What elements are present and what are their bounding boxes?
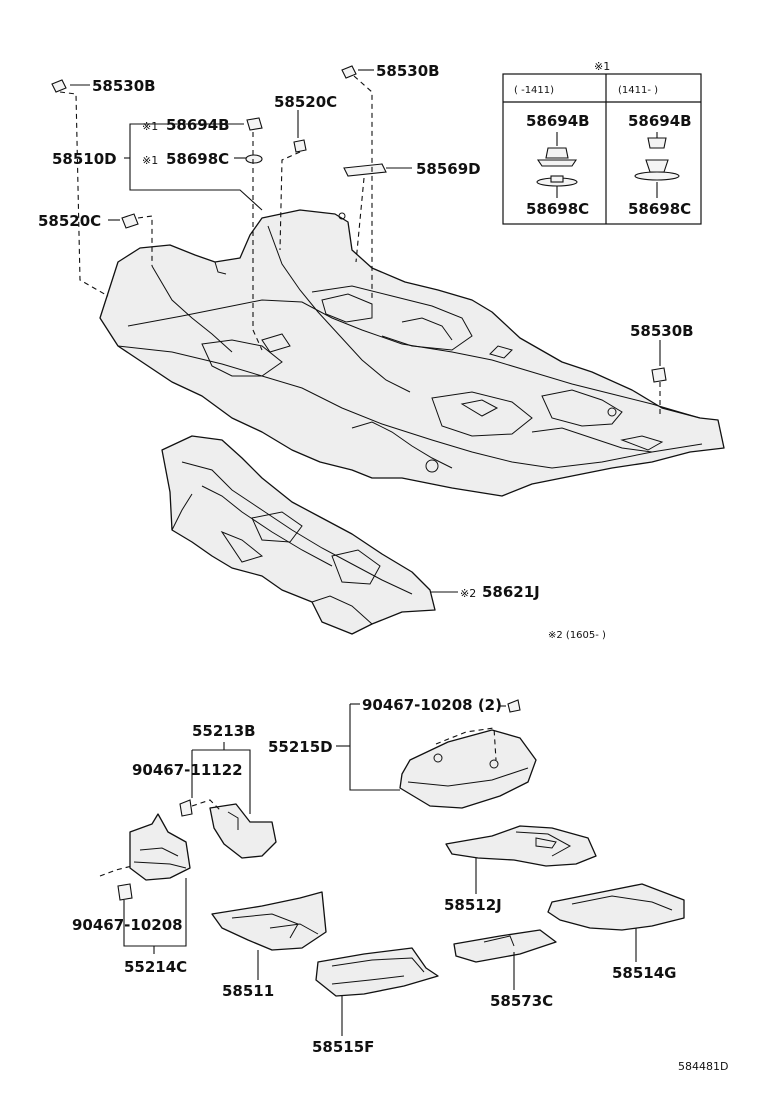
inset-labels: ※1 ( -1411) (1411- ) 58694B 58698C 58694…	[514, 60, 692, 218]
leader-lines-top	[59, 69, 661, 593]
label-90467-10208: 90467-10208	[72, 916, 183, 934]
label-58515F: 58515F	[312, 1038, 374, 1056]
inset-right-bottom: 58698C	[628, 200, 691, 218]
label-58512J: 58512J	[444, 896, 502, 914]
label-58511: 58511	[222, 982, 274, 1000]
label-58530B-a: 58530B	[92, 77, 156, 95]
tray-58515F	[315, 947, 439, 1036]
bracket-55213B	[179, 742, 277, 859]
label-58530B-c: 58530B	[630, 322, 694, 340]
floor-carpet-58510D	[99, 209, 725, 497]
label-note2: ※2	[460, 587, 476, 600]
inset-left-bottom: 58698C	[526, 200, 589, 218]
label-58698C: 58698C	[166, 150, 229, 168]
label-note1-a: ※1	[142, 120, 158, 133]
label-note1-b: ※1	[142, 154, 158, 167]
part-labels: 58530B 58530B 58520C ※1 58694B 58510D ※1…	[38, 62, 728, 1073]
label-58520C-a: 58520C	[274, 93, 337, 111]
label-58573C: 58573C	[490, 992, 553, 1010]
inset-right-top: 58694B	[628, 112, 692, 130]
bracket-55214C	[99, 813, 191, 954]
label-58520C-b: 58520C	[38, 212, 101, 230]
inset-left-top: 58694B	[526, 112, 590, 130]
tray-58514G	[547, 883, 685, 962]
floor-silencer-58621J	[161, 435, 436, 635]
tray-58511	[211, 891, 327, 980]
label-55213B: 55213B	[192, 722, 256, 740]
label-58510D: 58510D	[52, 150, 117, 168]
label-55215D: 55215D	[268, 738, 333, 756]
label-90467-10208-2: 90467-10208 (2)	[362, 696, 502, 714]
label-90467-11122: 90467-11122	[132, 761, 243, 779]
inset-col-right-header: (1411- )	[618, 85, 658, 96]
label-58514G: 58514G	[612, 964, 677, 982]
inset-col-left-header: ( -1411)	[514, 85, 554, 96]
label-58530B-b: 58530B	[376, 62, 440, 80]
tray-58512J	[445, 825, 597, 894]
pad-58573C	[453, 929, 557, 990]
footnote-note2: ※2 (1605- )	[548, 630, 606, 641]
label-55214C: 55214C	[124, 958, 187, 976]
diagram-id: 584481D	[678, 1060, 728, 1073]
label-58569D: 58569D	[416, 160, 481, 178]
clip-icon	[51, 65, 667, 383]
inset-title: ※1	[594, 60, 610, 73]
panel-55215D	[336, 699, 537, 809]
label-58694B: 58694B	[166, 116, 230, 134]
label-58621J: 58621J	[482, 583, 540, 601]
inset-box	[502, 73, 702, 225]
